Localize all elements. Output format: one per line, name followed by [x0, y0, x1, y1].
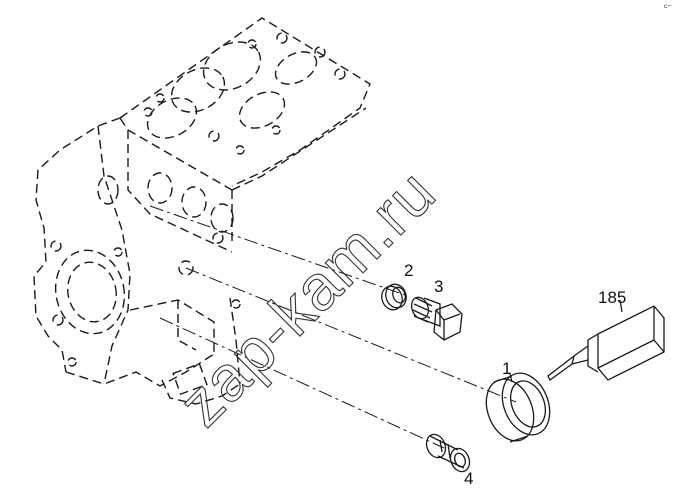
callout-leaders: [509, 299, 623, 383]
plug-bolt-icon: [410, 296, 463, 341]
sleeve-plug-icon: [425, 433, 471, 473]
callout-1: 1: [502, 359, 511, 378]
callout-4: 4: [464, 469, 473, 488]
sealing-ring-icon: [381, 283, 407, 311]
sealant-tube-icon: [547, 305, 665, 381]
seal-ring-icon: [485, 372, 551, 443]
callout-185: 185: [598, 288, 626, 307]
corner-mark: ᶜ⁻: [664, 2, 672, 12]
engine-block-outline: [33, 17, 371, 405]
callout-2: 2: [404, 261, 413, 280]
assembly-center-lines: [149, 205, 517, 449]
callout-3: 3: [434, 277, 443, 296]
